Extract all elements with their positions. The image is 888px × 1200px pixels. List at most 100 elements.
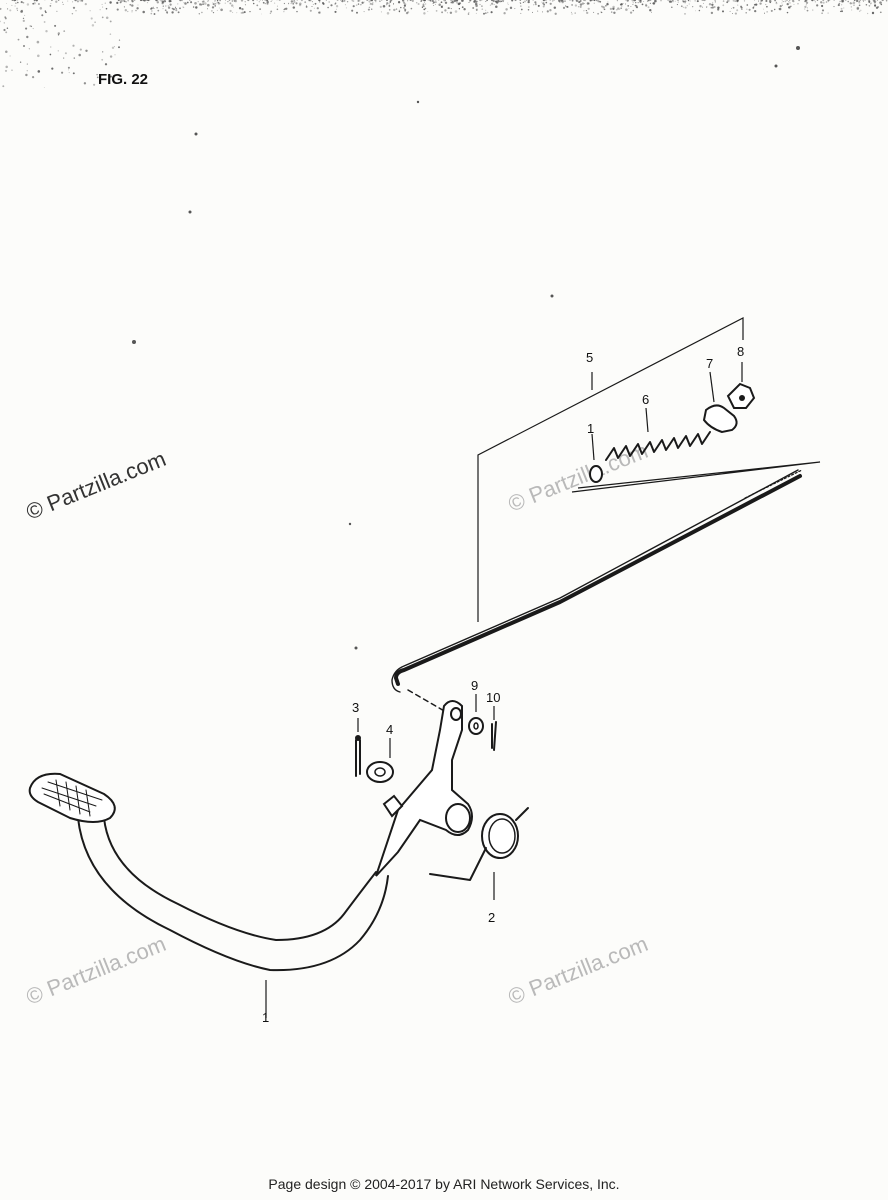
- noise-speck: [495, 5, 498, 8]
- noise-speck: [714, 1, 716, 3]
- noise-speck: [752, 6, 755, 9]
- noise-speck: [876, 0, 879, 1]
- noise-speck: [424, 7, 427, 10]
- noise-speck: [240, 0, 244, 2]
- noise-speck: [146, 1, 149, 4]
- noise-speck: [782, 1, 784, 3]
- noise-speck: [161, 2, 164, 5]
- noise-speck: [57, 34, 60, 36]
- noise-speck: [403, 7, 405, 9]
- noise-speck: [786, 0, 788, 1]
- noise-speck: [68, 72, 70, 74]
- noise-speck: [258, 1, 260, 3]
- watermark-main: © Partzilla.com: [23, 446, 170, 525]
- noise-speck: [67, 0, 69, 2]
- callout-5: 5: [586, 350, 593, 365]
- noise-speck: [344, 4, 346, 6]
- noise-speck: [192, 6, 195, 8]
- noise-speck: [667, 0, 669, 1]
- noise-speck: [360, 4, 362, 6]
- noise-speck: [566, 5, 568, 8]
- noise-speck: [859, 0, 862, 2]
- noise-speck: [753, 6, 755, 8]
- noise-speck: [61, 71, 64, 74]
- noise-speck: [843, 7, 845, 9]
- noise-speck: [651, 11, 653, 13]
- noise-speck: [527, 0, 530, 4]
- noise-speck: [520, 2, 522, 5]
- noise-speck: [352, 0, 354, 2]
- noise-speck: [438, 3, 441, 6]
- noise-speck: [314, 2, 317, 5]
- noise-speck: [435, 10, 438, 12]
- noise-speck: [224, 2, 226, 4]
- noise-speck: [283, 2, 285, 5]
- noise-speck: [628, 8, 630, 10]
- noise-speck: [766, 11, 768, 13]
- noise-speck: [249, 10, 251, 13]
- noise-speck: [152, 6, 154, 8]
- noise-speck: [486, 11, 489, 14]
- noise-speck: [51, 0, 53, 2]
- noise-speck: [17, 38, 20, 41]
- noise-speck: [647, 6, 650, 9]
- noise-speck: [341, 0, 344, 3]
- noise-speck: [754, 9, 757, 13]
- noise-speck: [701, 0, 703, 1]
- noise-speck: [218, 3, 220, 5]
- noise-speck: [292, 6, 296, 9]
- noise-speck: [346, 1, 349, 3]
- noise-speck: [94, 21, 96, 23]
- noise-speck: [845, 0, 847, 1]
- noise-speck: [136, 7, 139, 10]
- noise-speck: [422, 3, 425, 6]
- noise-speck: [368, 0, 371, 3]
- noise-speck: [851, 3, 853, 5]
- return-spring: [605, 431, 711, 461]
- noise-speck: [402, 1, 406, 4]
- noise-speck: [252, 0, 255, 2]
- noise-speck: [585, 9, 588, 12]
- noise-speck: [668, 0, 672, 3]
- noise-speck: [400, 6, 402, 9]
- noise-speck: [853, 0, 856, 2]
- noise-speck: [745, 11, 747, 14]
- noise-speck: [620, 7, 623, 10]
- noise-speck: [271, 0, 273, 1]
- noise-speck: [822, 1, 825, 4]
- noise-speck: [386, 0, 388, 2]
- noise-speck: [207, 0, 210, 2]
- noise-speck: [220, 8, 223, 12]
- noise-speck: [108, 74, 110, 76]
- brake-pedal: [28, 700, 473, 1018]
- rod-link-line: [407, 689, 447, 713]
- noise-speck: [805, 4, 807, 6]
- noise-speck: [417, 2, 420, 6]
- noise-speck: [553, 0, 555, 1]
- noise-speck: [509, 6, 513, 10]
- noise-speck: [429, 0, 431, 2]
- noise-speck: [791, 0, 794, 2]
- noise-speck: [621, 5, 623, 7]
- noise-speck: [182, 6, 184, 8]
- noise-speck: [616, 0, 619, 2]
- noise-speck: [43, 86, 45, 88]
- noise-speck: [231, 0, 233, 2]
- noise-speck: [375, 1, 377, 3]
- noise-speck: [822, 0, 825, 1]
- noise-speck: [634, 4, 637, 7]
- noise-speck: [57, 32, 60, 35]
- noise-speck: [369, 3, 371, 5]
- noise-speck: [571, 13, 573, 15]
- noise-speck: [440, 5, 443, 7]
- noise-speck: [711, 3, 714, 6]
- noise-speck: [821, 4, 824, 8]
- noise-speck: [612, 7, 615, 10]
- noise-speck: [167, 6, 171, 9]
- noise-speck: [5, 65, 8, 69]
- noise-speck: [76, 0, 79, 3]
- noise-speck: [20, 10, 23, 13]
- noise-speck: [49, 5, 52, 7]
- noise-speck: [806, 9, 809, 12]
- noise-speck: [732, 0, 735, 2]
